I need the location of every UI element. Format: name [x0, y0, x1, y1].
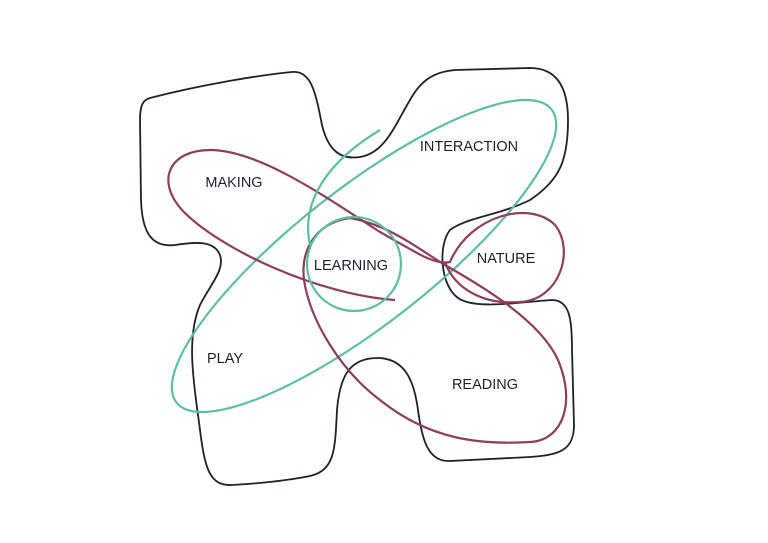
label-play: PLAY — [207, 351, 243, 367]
label-interaction: INTERACTION — [420, 139, 518, 155]
label-reading: READING — [452, 377, 518, 393]
outer-cross-outline — [139, 67, 575, 486]
label-nature: NATURE — [477, 251, 536, 267]
maroon-making-nature-loop — [167, 148, 565, 304]
green-play-interaction-loop — [170, 98, 558, 414]
maroon-learning-reading-loop — [302, 216, 568, 444]
label-learning: LEARNING — [314, 258, 388, 274]
green-interaction-arc — [307, 129, 381, 246]
label-making: MAKING — [205, 175, 262, 191]
green-learning-circle — [305, 215, 403, 313]
